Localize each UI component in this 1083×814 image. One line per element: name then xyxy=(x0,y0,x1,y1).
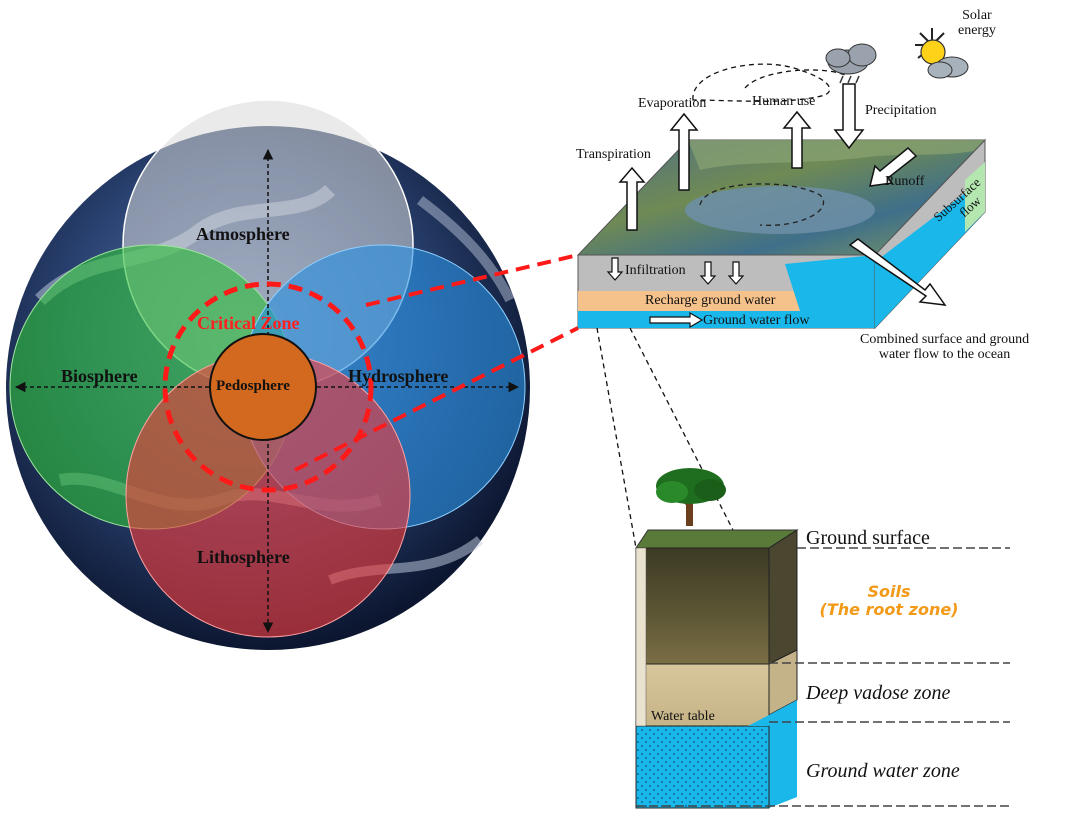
critical-zone-label: Critical Zone xyxy=(197,313,300,333)
evaporation-arrow xyxy=(669,112,699,191)
runoff-arrow xyxy=(869,146,918,187)
water-table-label: Water table xyxy=(651,709,715,724)
ground-surface-label: Ground surface xyxy=(806,527,930,549)
connector-line-bottom xyxy=(294,326,579,472)
recharge-label: Recharge ground water xyxy=(645,293,776,308)
ocean-flow-arrow xyxy=(848,238,947,306)
infiltration-label: Infiltration xyxy=(625,263,686,278)
precipitation-label: Precipitation xyxy=(865,103,937,118)
vapor-loop-2 xyxy=(744,69,846,89)
tree-icon xyxy=(656,468,726,526)
precipitation-arrow xyxy=(833,83,865,150)
root-zone-side xyxy=(768,529,798,665)
side-green-strip xyxy=(965,162,985,232)
ground-water-flow-arrow xyxy=(649,311,704,329)
side-water-layer xyxy=(875,178,985,328)
hydrosphere-label: Hydrosphere xyxy=(348,366,449,386)
water-table-side xyxy=(769,700,797,808)
transpiration-label: Transpiration xyxy=(576,147,651,162)
ruler xyxy=(635,547,647,727)
human-use-arrow xyxy=(782,110,812,169)
lithosphere-label: Lithosphere xyxy=(197,547,290,567)
front-water-wedge xyxy=(785,255,875,311)
connector-line-top xyxy=(365,253,579,307)
soil-connector-right xyxy=(629,327,734,531)
root-zone-soil xyxy=(635,547,770,665)
infiltration-arrows xyxy=(606,257,745,285)
ground-water-zone-label: Ground water zone xyxy=(806,760,960,782)
ground-water-flow-label: Ground water flow xyxy=(703,313,810,328)
pedosphere-circle xyxy=(209,333,317,441)
sun-icon xyxy=(915,28,969,79)
solar-energy-label: Solar energy xyxy=(958,8,996,39)
atmosphere-label: Atmosphere xyxy=(196,224,290,244)
deep-vadose-label: Deep vadose zone xyxy=(806,682,951,704)
pedosphere-label: Pedosphere xyxy=(216,378,290,394)
combined-flow-label: Combined surface and ground water flow t… xyxy=(860,332,1030,363)
biosphere-label: Biosphere xyxy=(61,366,138,386)
human-use-label: Human use xyxy=(752,94,816,109)
rain-cloud-icon xyxy=(825,43,877,84)
runoff-label: Runoff xyxy=(885,174,925,189)
vadose-zone xyxy=(635,663,770,727)
critical-zone-circle xyxy=(162,281,374,493)
water-table-wedge xyxy=(748,715,769,726)
evaporation-label: Evaporation xyxy=(638,96,707,111)
lake-circulation-loop xyxy=(699,183,825,226)
transpiration-arrow xyxy=(618,166,646,231)
soils-label: Soils (The root zone) xyxy=(819,582,959,619)
ground-water-block xyxy=(635,725,770,809)
groundwater-layer xyxy=(578,311,875,328)
lake xyxy=(685,186,875,234)
soil-connector-left xyxy=(596,327,637,549)
